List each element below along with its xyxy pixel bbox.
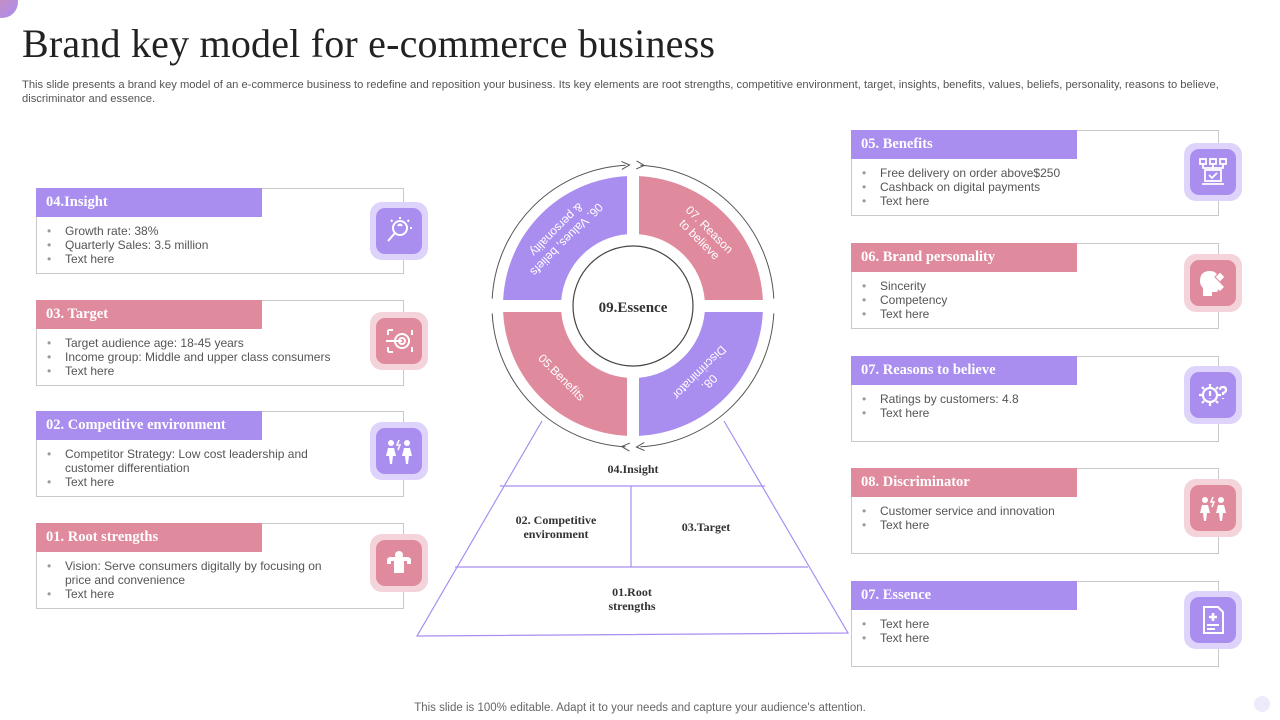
list-item: Text here bbox=[862, 307, 1180, 321]
card-competitive-environment: 02. Competitive environment Competitor S… bbox=[36, 411, 404, 497]
gear-question-icon bbox=[1184, 366, 1242, 424]
card-bullets: Vision: Serve consumers digitally by foc… bbox=[47, 559, 345, 601]
card-benefits: 05. Benefits Free delivery on order abov… bbox=[851, 130, 1219, 216]
card-bullets: Sincerity Competency Text here bbox=[862, 279, 1180, 321]
list-item: Free delivery on order above$250 bbox=[862, 166, 1180, 180]
card-heading: 08. Discriminator bbox=[851, 468, 1077, 497]
wheel-arrow-arc bbox=[640, 165, 775, 299]
wheel-arrow-arc bbox=[640, 313, 775, 446]
decorative-corner-dot bbox=[1254, 696, 1270, 712]
slide-footer: This slide is 100% editable. Adapt it to… bbox=[414, 702, 866, 714]
wheel-segment-label: 06. Values, beliefs& personality bbox=[517, 190, 606, 279]
pyramid-label-target: 03.Target bbox=[682, 520, 731, 534]
card-target: 03. Target Target audience age: 18-45 ye… bbox=[36, 300, 404, 386]
list-item: Text here bbox=[47, 364, 345, 378]
wheel-inner-ring bbox=[572, 245, 694, 367]
card-bullets: Growth rate: 38% Quarterly Sales: 3.5 mi… bbox=[47, 224, 345, 266]
wheel-arrow-arc bbox=[491, 313, 625, 446]
wheel-center bbox=[576, 249, 690, 363]
wheel-segment-label: 08.Discriminator bbox=[670, 343, 739, 412]
card-discriminator: 08. Discriminator Customer service and i… bbox=[851, 468, 1219, 554]
card-heading: 03. Target bbox=[36, 300, 262, 329]
list-item: Text here bbox=[862, 406, 1180, 420]
list-item: Competitor Strategy: Low cost leadership… bbox=[47, 447, 345, 475]
list-item: Competency bbox=[862, 293, 1180, 307]
card-heading: 05. Benefits bbox=[851, 130, 1077, 159]
slide-title: Brand key model for e-commerce business bbox=[22, 21, 716, 66]
head-puzzle-icon bbox=[1184, 254, 1242, 312]
wheel-segments bbox=[503, 176, 763, 436]
competitors-icon bbox=[1184, 479, 1242, 537]
list-item: Text here bbox=[47, 475, 345, 489]
wheel-center-label: 09.Essence bbox=[599, 300, 668, 316]
card-heading: 07. Reasons to believe bbox=[851, 356, 1077, 385]
wheel-segment-label: 07. Reasonto believe bbox=[673, 203, 736, 266]
medical-document-icon bbox=[1184, 591, 1242, 649]
decorative-corner-dot bbox=[0, 0, 18, 18]
card-bullets: Text here Text here bbox=[862, 617, 1180, 645]
wheel-outer-arcs bbox=[491, 165, 775, 447]
wheel-segment bbox=[638, 311, 763, 436]
card-essence: 07. Essence Text here Text here bbox=[851, 581, 1219, 667]
card-bullets: Ratings by customers: 4.8 Text here bbox=[862, 392, 1180, 420]
list-item: Customer service and innovation bbox=[862, 504, 1180, 518]
card-insight: 04.Insight Growth rate: 38% Quarterly Sa… bbox=[36, 188, 404, 274]
card-bullets: Customer service and innovation Text her… bbox=[862, 504, 1180, 532]
card-reasons-to-believe: 07. Reasons to believe Ratings by custom… bbox=[851, 356, 1219, 442]
wheel-segment-label: 05.Benefits bbox=[535, 351, 587, 403]
wheel-segment bbox=[503, 176, 628, 301]
strength-icon bbox=[370, 534, 428, 592]
list-item: Income group: Middle and upper class con… bbox=[47, 350, 345, 364]
list-item: Text here bbox=[862, 194, 1180, 208]
card-heading: 04.Insight bbox=[36, 188, 262, 217]
list-item: Quarterly Sales: 3.5 million bbox=[47, 238, 345, 252]
list-item: Vision: Serve consumers digitally by foc… bbox=[47, 559, 345, 587]
list-item: Text here bbox=[47, 252, 345, 266]
card-heading: 07. Essence bbox=[851, 581, 1077, 610]
list-item: Ratings by customers: 4.8 bbox=[862, 392, 1180, 406]
list-item: Cashback on digital payments bbox=[862, 180, 1180, 194]
list-item: Text here bbox=[862, 631, 1180, 645]
pyramid bbox=[415, 420, 850, 637]
card-heading: 06. Brand personality bbox=[851, 243, 1077, 272]
card-root-strengths: 01. Root strengths Vision: Serve consume… bbox=[36, 523, 404, 609]
list-item: Text here bbox=[862, 617, 1180, 631]
card-bullets: Target audience age: 18-45 years Income … bbox=[47, 336, 345, 378]
network-check-icon bbox=[1184, 143, 1242, 201]
card-bullets: Free delivery on order above$250 Cashbac… bbox=[862, 166, 1180, 208]
wheel-arrow-arc bbox=[491, 165, 625, 299]
list-item: Text here bbox=[47, 587, 345, 601]
card-heading: 01. Root strengths bbox=[36, 523, 262, 552]
card-bullets: Competitor Strategy: Low cost leadership… bbox=[47, 447, 345, 489]
list-item: Growth rate: 38% bbox=[47, 224, 345, 238]
card-heading: 02. Competitive environment bbox=[36, 411, 262, 440]
list-item: Sincerity bbox=[862, 279, 1180, 293]
pyramid-label-insight: 04.Insight bbox=[607, 462, 658, 476]
lightbulb-search-icon bbox=[370, 202, 428, 260]
slide-subtitle: This slide presents a brand key model of… bbox=[22, 79, 1219, 105]
list-item: Text here bbox=[862, 518, 1180, 532]
card-brand-personality: 06. Brand personality Sincerity Competen… bbox=[851, 243, 1219, 329]
list-item: Target audience age: 18-45 years bbox=[47, 336, 345, 350]
competitors-icon bbox=[370, 422, 428, 480]
pyramid-outline bbox=[415, 420, 850, 637]
wheel-segment bbox=[638, 176, 763, 301]
wheel-labels: 06. Values, beliefs& personality 07. Reas… bbox=[517, 190, 739, 412]
wheel-segment bbox=[503, 311, 628, 436]
target-icon bbox=[370, 312, 428, 370]
